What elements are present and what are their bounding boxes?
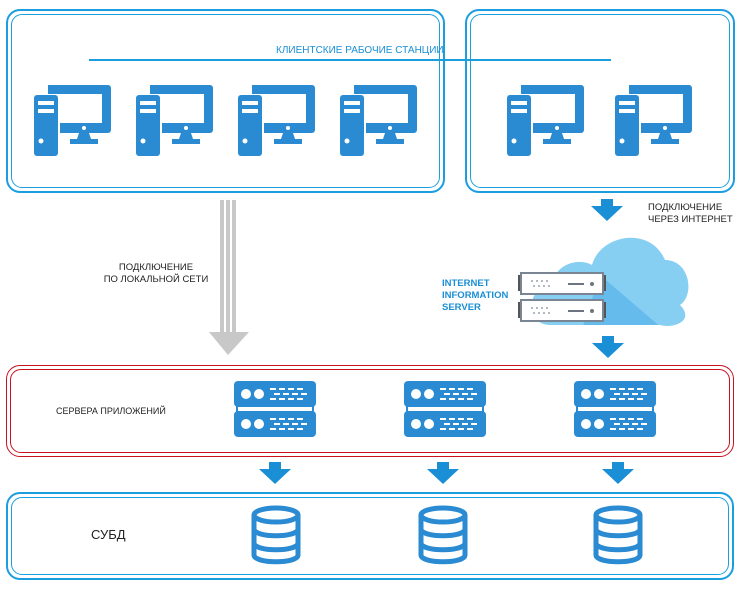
remote-workstations-frame [465,9,735,193]
iis-server-icon [518,272,606,322]
internet-arrow-top [591,199,623,221]
iis-label: INTERNET INFORMATION SERVER [442,278,509,313]
workstation-icon-3 [238,85,315,156]
db-arrow-1 [259,462,291,484]
app-server-icon-1 [234,381,316,437]
app-server-icon-3 [574,381,656,437]
workstation-icon-4 [340,85,417,156]
database-icon-1 [251,506,301,564]
local-workstations-frame [6,9,445,193]
remote-workstation-icon-1 [507,85,584,156]
app-servers-label: СЕРВЕРА ПРИЛОЖЕНИЙ [56,406,166,416]
dbms-label: СУБД [91,527,126,542]
local-network-arrow [209,200,249,355]
remote-workstation-icon-2 [615,85,692,156]
workstations-divider [89,59,611,61]
workstation-icon-1 [34,85,111,156]
app-servers-frame [6,365,734,457]
internet-arrow-bottom [592,336,624,358]
local-connection-label: ПОДКЛЮЧЕНИЕ ПО ЛОКАЛЬНОЙ СЕТИ [103,262,209,285]
database-icon-2 [418,506,468,564]
internet-connection-label: ПОДКЛЮЧЕНИЕ ЧЕРЕЗ ИНТЕРНЕТ [648,202,733,225]
workstation-icon-2 [136,85,213,156]
database-icon-3 [593,506,643,564]
dbms-frame [6,492,734,580]
db-arrow-2 [427,462,459,484]
app-server-icon-2 [404,381,486,437]
db-arrow-3 [602,462,634,484]
workstations-title: КЛИЕНТСКИЕ РАБОЧИЕ СТАНЦИИ [276,45,444,56]
